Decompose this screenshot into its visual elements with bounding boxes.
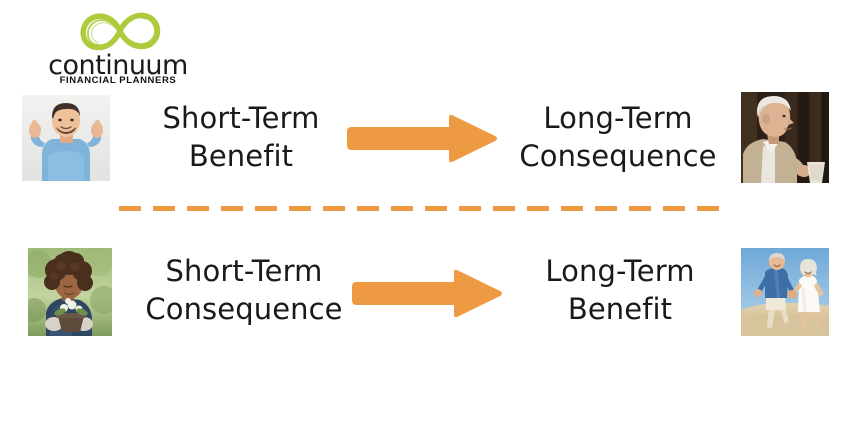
label-line-2: Benefit — [188, 139, 294, 173]
label-line-2: Consequence — [519, 139, 717, 173]
label-line-1: Short-Term — [165, 254, 323, 288]
brand-logo: continuum FINANCIAL PLANNERS — [43, 8, 193, 86]
label-line-2: Consequence — [145, 292, 343, 326]
elderly-couple-beach-photo — [741, 248, 829, 336]
young-man-thumbs-up-photo — [22, 95, 110, 181]
label-line-1: Short-Term — [162, 101, 320, 135]
label-line-2: Benefit — [567, 292, 673, 326]
label-line-1: Long-Term — [543, 101, 693, 135]
right-arrow-icon — [345, 268, 505, 320]
woman-gardening-photo — [28, 248, 112, 336]
infinity-loop-logo-icon — [70, 8, 170, 54]
right-arrow-icon — [340, 113, 500, 165]
dashed-divider — [117, 205, 733, 212]
brand-tagline: FINANCIAL PLANNERS — [59, 75, 177, 86]
brand-wordmark: continuum — [48, 50, 188, 81]
elderly-man-photo — [741, 92, 829, 183]
long-term-benefit-label: Long-Term Benefit — [500, 252, 740, 328]
short-term-consequence-label: Short-Term Consequence — [128, 252, 360, 328]
label-line-1: Long-Term — [545, 254, 695, 288]
short-term-benefit-label: Short-Term Benefit — [130, 99, 352, 175]
long-term-consequence-label: Long-Term Consequence — [495, 99, 741, 175]
